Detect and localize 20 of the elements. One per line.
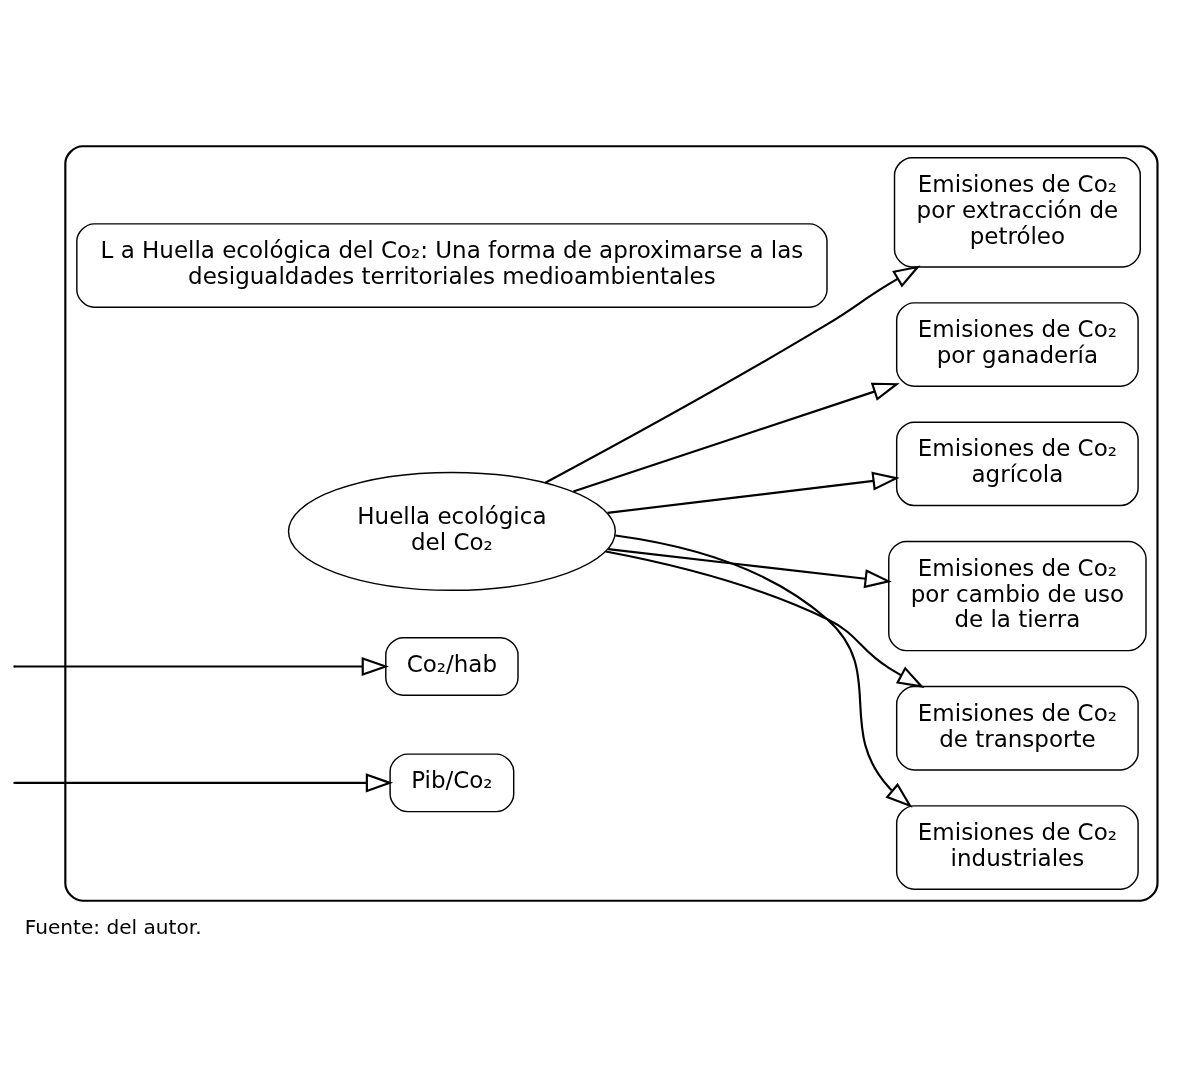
arrow <box>608 547 892 588</box>
node-box: Pib/Co₂ <box>389 752 515 812</box>
node-box: Emisiones de Co₂ por ganadería <box>895 301 1139 387</box>
cluster <box>64 144 1159 902</box>
node-box: Emisiones de Co₂ por extracción de petróleo <box>893 156 1141 268</box>
arrow <box>15 772 394 792</box>
arrow <box>544 264 921 484</box>
node-ellipse: Huella ecológica del Co₂ <box>287 471 616 591</box>
arrow <box>615 533 913 808</box>
node-box: Emisiones de Co₂ agrícola <box>895 420 1139 506</box>
node-box: Emisiones de Co₂ por cambio de uso de la tierra <box>888 540 1147 651</box>
node-box: Emisiones de Co₂ de transporte <box>895 685 1139 771</box>
arrow <box>605 550 925 688</box>
arrow <box>573 382 900 493</box>
arrow <box>607 471 900 514</box>
caption: Fuente: del autor. <box>24 914 202 939</box>
arrow <box>15 656 389 676</box>
node-box: Co₂/hab <box>385 636 519 696</box>
node-box: Emisiones de Co₂ industriales <box>895 804 1139 890</box>
node-box: L a Huella ecológica del Co₂: Una forma de aproximarse a las desigualdades territoriales medioambientales <box>76 222 828 308</box>
